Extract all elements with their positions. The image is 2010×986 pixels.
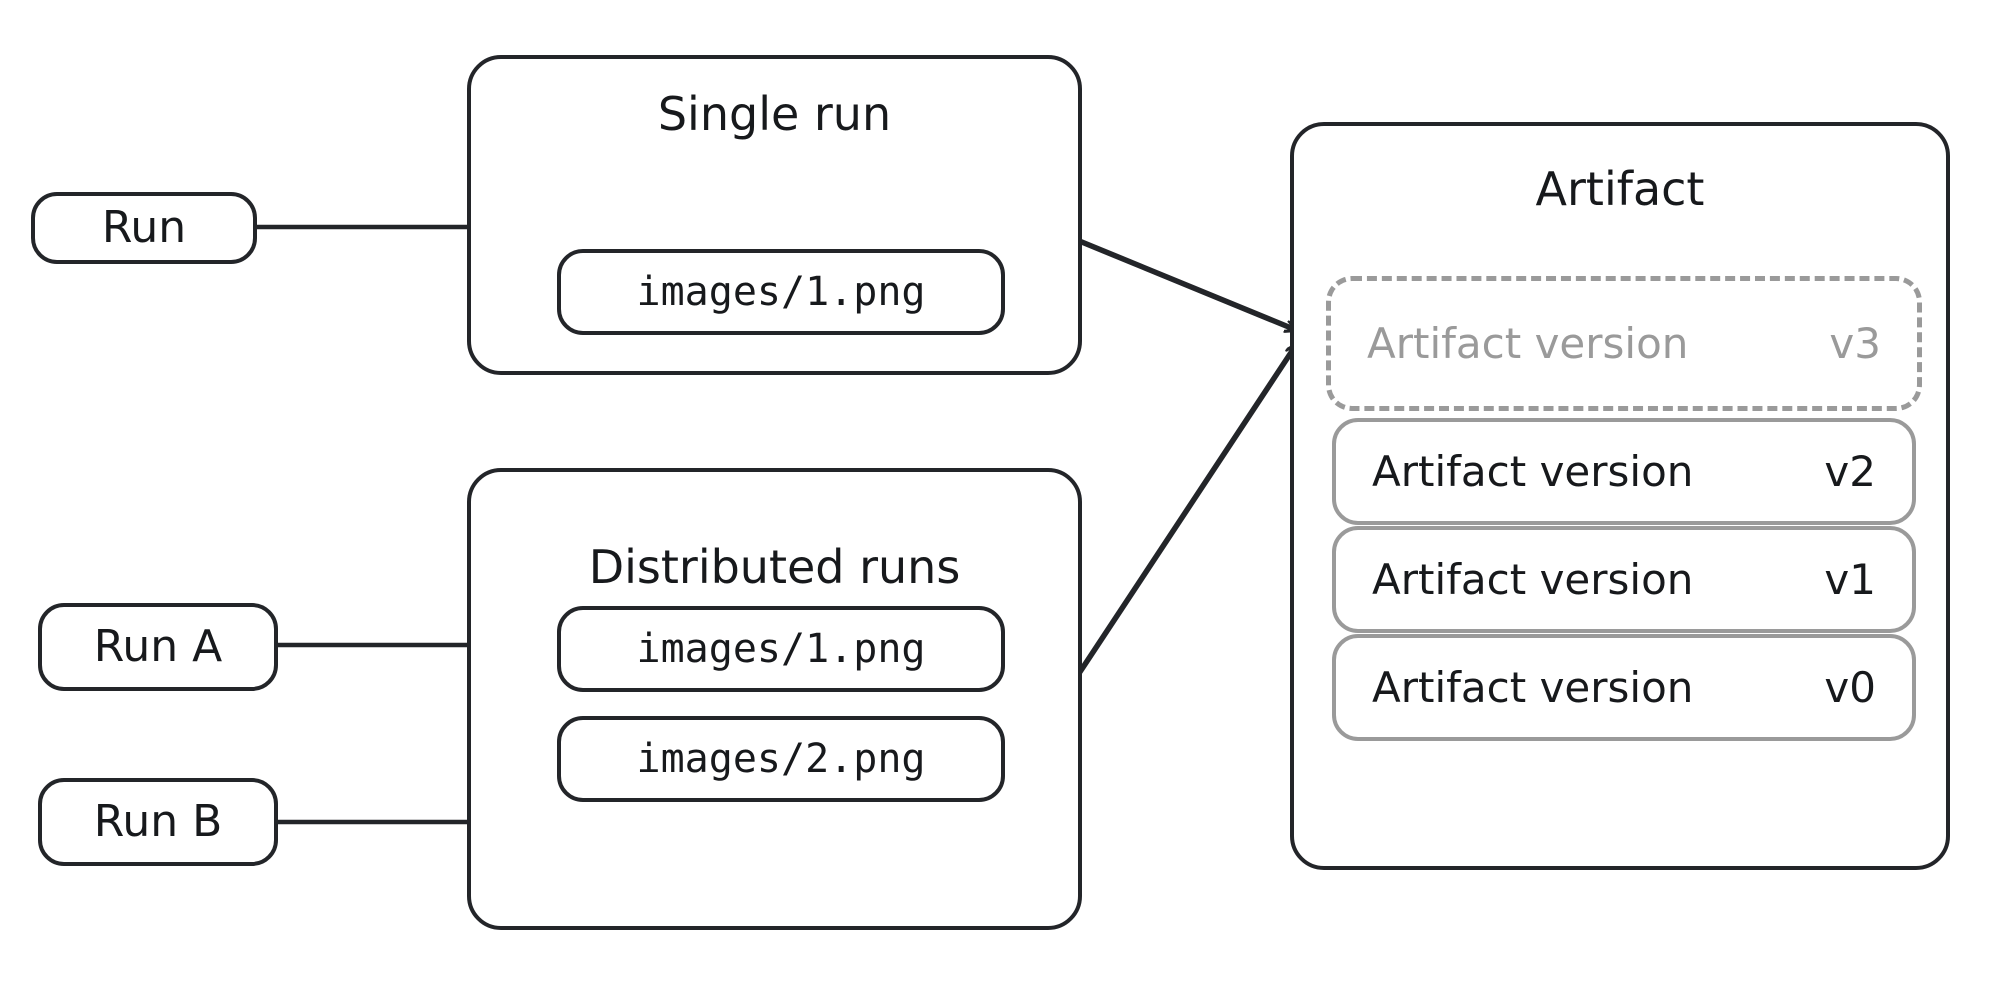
artifact-panel-title: Artifact <box>1535 162 1705 216</box>
artifact-version-name-v0: Artifact version <box>1372 662 1694 712</box>
artifact-version-tag-v2: v2 <box>1824 446 1876 496</box>
artifact-version-name-v2: Artifact version <box>1372 446 1694 496</box>
group-distributed-runs: Distributed runs images/1.png images/2.p… <box>467 468 1082 930</box>
file-box-distributed-2[interactable]: images/2.png <box>557 716 1005 802</box>
node-run-a[interactable]: Run A <box>38 603 278 691</box>
group-single-run: Single run images/1.png <box>467 55 1082 375</box>
artifact-version-tag-v0: v0 <box>1824 662 1876 712</box>
file-box-distributed-1[interactable]: images/1.png <box>557 606 1005 692</box>
artifact-version-row-v0[interactable]: Artifact version v0 <box>1332 634 1916 741</box>
group-single-run-title: Single run <box>657 87 892 141</box>
artifact-version-name-v3: Artifact version <box>1367 318 1689 368</box>
node-run-b[interactable]: Run B <box>38 778 278 866</box>
file-box-distributed-2-label: images/2.png <box>636 736 926 782</box>
edge-single-run-to-artifact-v3 <box>1070 235 1296 330</box>
artifact-version-row-v3[interactable]: Artifact version v3 <box>1326 276 1922 411</box>
artifact-version-name-v1: Artifact version <box>1372 554 1694 604</box>
node-run-b-label: Run B <box>93 796 223 847</box>
node-run[interactable]: Run <box>31 192 257 264</box>
artifact-version-tag-v1: v1 <box>1824 554 1876 604</box>
node-run-a-label: Run A <box>93 621 223 672</box>
artifact-panel: Artifact Artifact version v3 Artifact ve… <box>1290 122 1950 870</box>
file-box-single-run-1[interactable]: images/1.png <box>557 249 1005 335</box>
artifact-version-tag-v3: v3 <box>1829 318 1881 368</box>
file-box-single-run-1-label: images/1.png <box>636 269 926 315</box>
edge-distributed-runs-to-artifact-v3 <box>1065 345 1299 692</box>
artifact-version-row-v2[interactable]: Artifact version v2 <box>1332 418 1916 525</box>
file-box-distributed-1-label: images/1.png <box>636 626 926 672</box>
node-run-label: Run <box>101 202 187 253</box>
artifact-version-row-v1[interactable]: Artifact version v1 <box>1332 526 1916 633</box>
group-distributed-runs-title: Distributed runs <box>588 540 961 594</box>
